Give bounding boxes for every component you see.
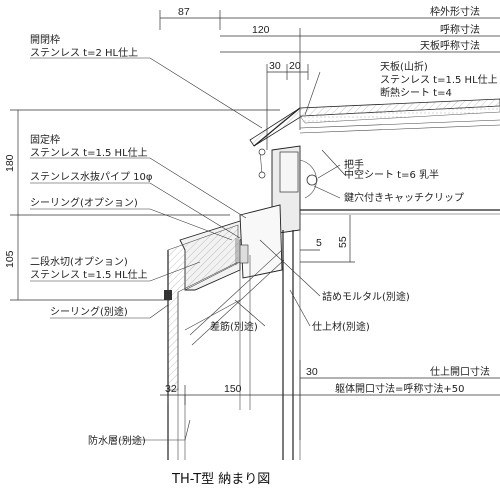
- handle-block: [279, 151, 299, 193]
- dimension-lines: [10, 10, 500, 440]
- dim-30-bottom: 30: [306, 366, 318, 378]
- top-plate-nominal-label: 天板呼称寸法: [420, 39, 480, 52]
- sealing-separate-label: シーリング(別途): [50, 305, 128, 318]
- dim-32: 32: [165, 383, 177, 395]
- waterproof-layer-label: 防水層(別途): [88, 434, 146, 447]
- finish-material-label: 仕上材(別途): [312, 320, 370, 333]
- callouts: 開閉枠 ステンレス t=2 HL仕上 天板(山折) ステンレス t=1.5 HL…: [30, 33, 498, 447]
- hollow-sheet-label: 中空シート t=6 乳半: [344, 168, 439, 181]
- frame-outer-label: 枠外形寸法: [430, 5, 480, 18]
- concrete-curb: [167, 224, 239, 391]
- dimension-text: 87 120 30 20 180 105 5 55 32 150 30 枠外形寸…: [4, 5, 490, 395]
- water-cut-title: 二段水切(オプション): [30, 255, 128, 268]
- handle-label: 把手: [344, 158, 364, 171]
- insulation-sheet: [299, 105, 500, 124]
- opening-frame-spec: ステンレス t=2 HL仕上: [30, 46, 138, 59]
- dim-180: 180: [4, 154, 16, 172]
- dim-20: 20: [289, 60, 301, 72]
- dim-105: 105: [4, 250, 16, 268]
- catch-clip: [306, 174, 318, 186]
- structure-geometry: [164, 98, 500, 460]
- dim-120: 120: [252, 24, 270, 36]
- drawing-title: TH-T型 納まり図: [171, 472, 270, 487]
- sealing-block: [164, 290, 172, 300]
- packed-mortar-label: 詰めモルタル(別途): [322, 290, 410, 303]
- drain-pipe-label: ステンレス水抜パイプ 10φ: [30, 170, 153, 183]
- rebar-label: 差筋(別途): [210, 320, 258, 333]
- top-plate-title: 天板(山折): [380, 60, 428, 73]
- dim-30: 30: [269, 60, 281, 72]
- fixed-frame-title: 固定枠: [30, 133, 60, 146]
- opening-frame-title: 開閉枠: [30, 33, 60, 46]
- dim-5: 5: [316, 237, 322, 249]
- dim-87: 87: [178, 6, 190, 18]
- dim-150: 150: [224, 383, 242, 395]
- insulation-spec: 断熱シート t=4: [380, 86, 452, 99]
- leader-lines: [30, 57, 346, 441]
- water-cut-spec: ステンレス t=1.5 HL仕上: [30, 268, 148, 281]
- fixed-frame: [239, 204, 283, 279]
- structure-opening-label: 躯体開口寸法=呼称寸法+50: [335, 382, 464, 395]
- top-plate-spec: ステンレス t=1.5 HL仕上: [380, 73, 498, 86]
- key-catch-label: 鍵穴付きキャッチクリップ: [344, 191, 464, 204]
- finish-opening-label: 仕上開口寸法: [430, 365, 490, 378]
- nominal-label: 呼称寸法: [440, 23, 480, 36]
- sealing-option-label: シーリング(オプション): [30, 196, 138, 209]
- top-plate: [249, 98, 500, 147]
- fixed-frame-spec: ステンレス t=1.5 HL仕上: [30, 146, 148, 159]
- dim-55: 55: [337, 236, 349, 248]
